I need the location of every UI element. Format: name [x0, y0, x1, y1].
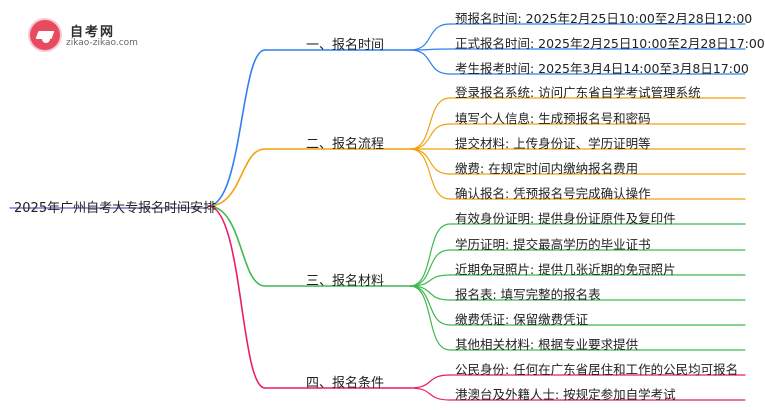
leaf-item: 其他相关材料: 根据专业要求提供	[455, 337, 639, 352]
connector-line	[409, 249, 451, 287]
connector-line	[409, 148, 451, 175]
connector-line	[207, 205, 266, 287]
connector-line	[409, 223, 451, 287]
leaf-item: 近期免冠照片: 提供几张近期的免冠照片	[455, 262, 676, 277]
leaf-item: 正式报名时间: 2025年2月25日10:00至2月28日17:00	[455, 36, 765, 51]
branch-label: 一、报名时间	[306, 38, 385, 53]
leaf-item: 缴费凭证: 保留缴费凭证	[455, 312, 589, 327]
branch-label: 三、报名材料	[306, 274, 385, 289]
site-logo[interactable]: 自考网 zikao-zikao.com	[30, 20, 150, 50]
branch-label: 二、报名流程	[306, 137, 385, 152]
leaf-item: 提交材料: 上传身份证、学历证明等	[455, 136, 651, 151]
connector-line	[207, 49, 266, 207]
connector-line	[409, 148, 451, 200]
connector-line	[409, 285, 451, 326]
leaf-item: 预报名时间: 2025年2月25日10:00至2月28日12:00	[455, 11, 753, 26]
leaf-item: 港澳台及外籍人士: 按规定参加自学考试	[455, 387, 676, 402]
connector-line	[409, 123, 451, 150]
connector-line	[409, 374, 451, 389]
mindmap-root: 2025年广州自考大专报名时间安排	[14, 201, 217, 216]
leaf-item: 报名表: 填写完整的报名表	[455, 287, 601, 302]
connector-line	[409, 285, 451, 351]
leaf-item: 公民身份: 任何在广东省居住和工作的公民均可报名	[455, 362, 739, 377]
branch-label: 四、报名条件	[306, 376, 385, 391]
connector-line	[207, 148, 266, 207]
connector-line	[409, 274, 451, 287]
connector-line	[409, 49, 451, 75]
leaf-item: 有效身份证明: 提供身份证原件及复印件	[455, 211, 676, 226]
connector-line	[409, 387, 451, 401]
logo-title: 自考网	[70, 25, 116, 40]
connector-line	[409, 23, 451, 51]
leaf-item: 考生报考时间: 2025年3月4日14:00至3月8日17:00	[455, 61, 749, 76]
leaf-item: 缴费: 在规定时间内缴纳报名费用	[455, 161, 639, 176]
leaf-item: 填写个人信息: 生成预报名号和密码	[455, 111, 651, 126]
connector-line	[409, 97, 451, 150]
leaf-item: 学历证明: 提交最高学历的毕业证书	[455, 237, 651, 252]
connector-line	[207, 205, 266, 389]
logo-url: zikao-zikao.com	[66, 38, 138, 48]
leaf-item: 登录报名系统: 访问广东省自学考试管理系统	[455, 85, 701, 100]
graduation-cap-icon	[30, 20, 60, 50]
leaf-item: 确认报名: 凭预报名号完成确认操作	[455, 186, 651, 201]
